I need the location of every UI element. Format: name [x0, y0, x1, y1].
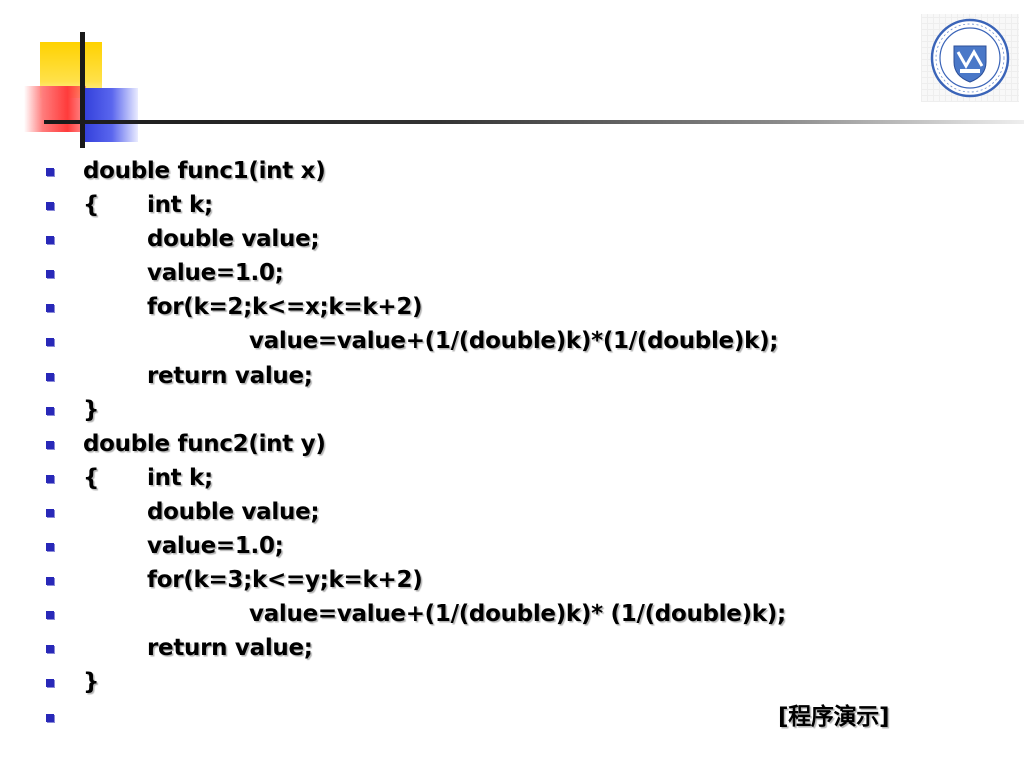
code-text: for(k=2;k<=x;k=k+2)	[147, 294, 423, 321]
code-text: int k;	[147, 464, 213, 491]
decor-horizontal-rule	[44, 120, 1024, 124]
code-brace: {	[83, 192, 100, 219]
bullet-icon	[46, 304, 54, 313]
code-line: }	[0, 665, 1024, 699]
code-text: double func1(int x)	[83, 158, 326, 184]
bullet-icon	[46, 474, 54, 483]
code-text: value=value+(1/(double)k)*(1/(double)k);	[249, 328, 779, 355]
code-line: for(k=2;k<=x;k=k+2)	[0, 290, 1024, 324]
list-item-demo: [程序演示]	[0, 700, 1024, 734]
bullet-icon	[46, 270, 54, 279]
code-text: value=1.0;	[147, 260, 284, 287]
code-line: for(k=3;k<=y;k=k+2)	[0, 563, 1024, 597]
code-text: value=value+(1/(double)k)* (1/(double)k)…	[249, 601, 786, 628]
code-text: double value;	[147, 498, 320, 525]
decor-red-square	[24, 86, 86, 132]
code-text: }	[83, 396, 100, 423]
bullet-icon	[46, 202, 54, 211]
code-line: double value;	[0, 222, 1024, 256]
bullet-icon	[46, 236, 54, 245]
demo-link[interactable]: [程序演示]	[778, 703, 890, 730]
bullet-icon	[46, 577, 54, 586]
code-text: double value;	[147, 226, 320, 253]
bullet-icon	[46, 168, 54, 176]
bullet-icon	[46, 679, 54, 688]
code-line: return value;	[0, 631, 1024, 665]
code-line: double func2(int y)	[0, 427, 1024, 461]
code-line: value=value+(1/(double)k)*(1/(double)k);	[0, 324, 1024, 358]
code-line: { int k;	[0, 461, 1024, 495]
code-listing: double func1(int x) { int k; double value; v…	[0, 154, 1024, 700]
code-text: return value;	[147, 362, 313, 389]
code-text: for(k=3;k<=y;k=k+2)	[147, 567, 423, 594]
university-seal-icon	[930, 18, 1010, 98]
bullet-icon	[46, 543, 54, 552]
bullet-icon	[46, 508, 54, 517]
code-text: }	[83, 669, 100, 696]
bullet-icon	[46, 713, 54, 722]
code-line: double func1(int x)	[0, 154, 1024, 188]
bullet-icon	[46, 611, 54, 620]
code-text: value=1.0;	[147, 533, 284, 560]
code-line: value=value+(1/(double)k)* (1/(double)k)…	[0, 597, 1024, 631]
bullet-icon	[46, 372, 54, 381]
code-text: return value;	[147, 635, 313, 662]
decor-vertical-bar	[80, 32, 85, 148]
code-line: { int k;	[0, 188, 1024, 222]
decor-blue-square	[80, 88, 138, 142]
code-text: double func2(int y)	[83, 430, 326, 457]
code-line: return value;	[0, 359, 1024, 393]
bullet-icon	[46, 406, 54, 415]
code-text: int k;	[147, 192, 213, 219]
bullet-icon	[46, 440, 54, 449]
bullet-icon	[46, 645, 54, 654]
code-line: value=1.0;	[0, 256, 1024, 290]
code-line: value=1.0;	[0, 529, 1024, 563]
code-line: }	[0, 393, 1024, 427]
bullet-icon	[46, 338, 54, 347]
university-logo	[921, 14, 1019, 102]
code-line: double value;	[0, 495, 1024, 529]
code-brace: {	[83, 464, 100, 491]
